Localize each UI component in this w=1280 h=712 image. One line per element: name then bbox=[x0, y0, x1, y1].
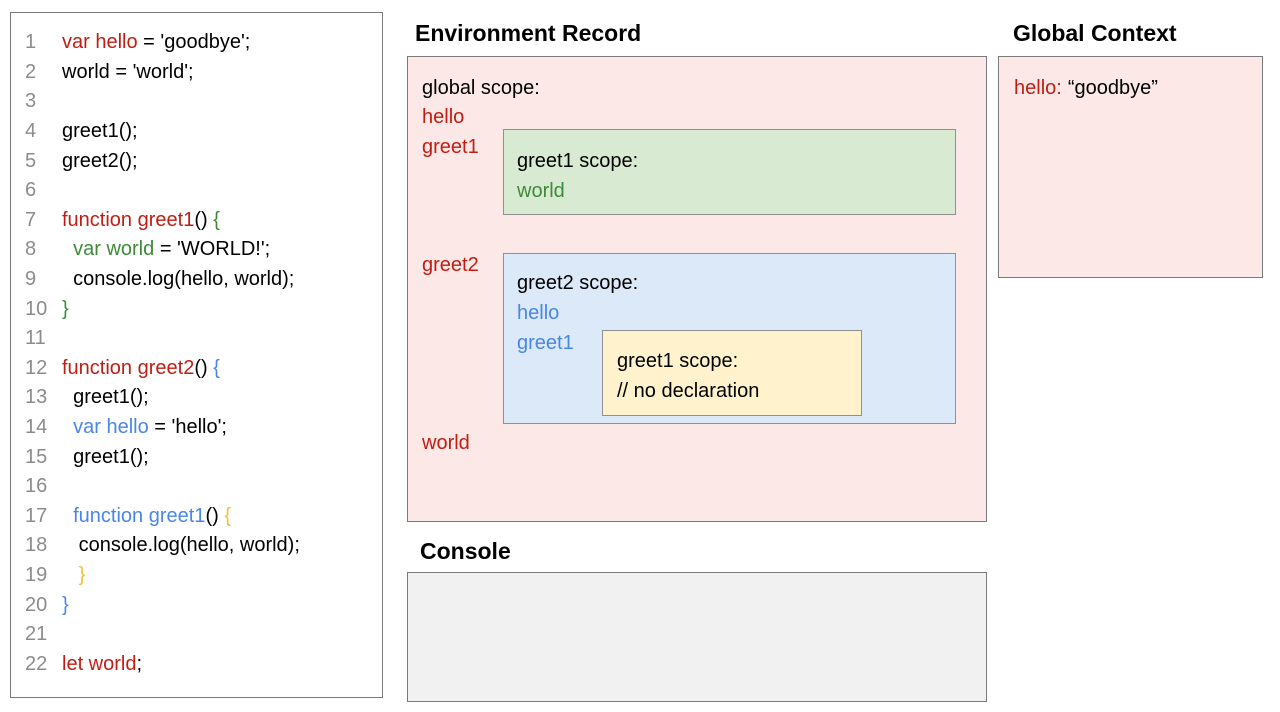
greet2-scope-var-hello: hello bbox=[517, 302, 560, 324]
code-line-1: 1 var hello = 'goodbye'; bbox=[25, 28, 382, 58]
greet2-scope-var-greet1: greet1 bbox=[517, 332, 574, 354]
environment-record-heading: Environment Record bbox=[415, 20, 642, 46]
code-text: world = 'world'; bbox=[62, 60, 194, 83]
code-line-3: 3 bbox=[25, 87, 382, 117]
code-line-10: 10} bbox=[25, 294, 382, 324]
code-text: } bbox=[62, 297, 69, 320]
code-text: console.log(hello, world); bbox=[62, 268, 295, 291]
line-number: 8 bbox=[25, 238, 37, 261]
code-text: var hello = 'hello'; bbox=[62, 416, 227, 439]
code-text: var world = 'WORLD!'; bbox=[62, 238, 271, 261]
code-line-6: 6 bbox=[25, 176, 382, 206]
global-var-greet1: greet1 bbox=[422, 136, 479, 158]
line-number: 22 bbox=[25, 652, 48, 675]
line-number: 20 bbox=[25, 593, 48, 616]
code-text: greet2(); bbox=[62, 149, 138, 172]
line-number: 21 bbox=[25, 623, 48, 646]
line-number: 16 bbox=[25, 475, 48, 498]
line-number: 14 bbox=[25, 416, 48, 439]
code-text: } bbox=[62, 593, 69, 616]
code-text: } bbox=[62, 563, 86, 586]
line-number: 5 bbox=[25, 149, 37, 172]
line-number: 13 bbox=[25, 386, 48, 409]
code-line-18: 18 console.log(hello, world); bbox=[25, 531, 382, 561]
code-line-11: 11 bbox=[25, 324, 382, 354]
code-line-5: 5 greet2(); bbox=[25, 146, 382, 176]
code-text: greet1(); bbox=[62, 120, 138, 143]
greet2-scope-label: greet2 scope: bbox=[517, 272, 639, 294]
global-context-entry-value: “goodbye” bbox=[1067, 77, 1158, 99]
greet2-scope-box: greet2 scope: hello greet1 greet1 scope:… bbox=[503, 253, 956, 424]
code-text: function greet1() { bbox=[62, 504, 232, 527]
line-number: 7 bbox=[25, 208, 37, 231]
inner-greet1-scope-box: greet1 scope: // no declaration bbox=[602, 330, 862, 416]
code-line-15: 15 greet1(); bbox=[25, 442, 382, 472]
code-line-17: 17 function greet1() { bbox=[25, 502, 382, 532]
line-number: 6 bbox=[25, 179, 37, 202]
global-context-heading: Global Context bbox=[1013, 20, 1177, 46]
greet1-scope-var-world: world bbox=[517, 180, 565, 202]
code-text: function greet2() { bbox=[62, 356, 220, 379]
console-output-box bbox=[407, 572, 987, 702]
line-number: 2 bbox=[25, 60, 37, 83]
global-scope-box: global scope: hello greet1 greet1 scope:… bbox=[407, 56, 987, 522]
global-scope-label: global scope: bbox=[422, 77, 540, 99]
line-number: 19 bbox=[25, 563, 48, 586]
line-number: 4 bbox=[25, 120, 37, 143]
line-number: 3 bbox=[25, 90, 37, 113]
global-var-hello: hello bbox=[422, 106, 465, 128]
code-text: greet1(); bbox=[62, 445, 149, 468]
global-context-entry-key: hello: bbox=[1014, 77, 1062, 99]
code-line-22: 22 let world; bbox=[25, 649, 382, 679]
code-line-20: 20} bbox=[25, 590, 382, 620]
code-line-7: 7 function greet1() { bbox=[25, 206, 382, 236]
greet1-scope-label: greet1 scope: bbox=[517, 150, 639, 172]
line-number: 10 bbox=[25, 297, 48, 320]
global-context-box: hello:“goodbye” bbox=[998, 56, 1263, 278]
code-line-21: 21 bbox=[25, 620, 382, 650]
code-text: let world; bbox=[62, 652, 143, 675]
global-context-entry: hello:“goodbye” bbox=[1014, 73, 1158, 103]
console-heading: Console bbox=[420, 538, 511, 564]
code-line-8: 8 var world = 'WORLD!'; bbox=[25, 235, 382, 265]
global-var-world: world bbox=[422, 432, 470, 454]
code-text: greet1(); bbox=[62, 386, 149, 409]
line-number: 9 bbox=[25, 268, 37, 291]
code-line-9: 9 console.log(hello, world); bbox=[25, 265, 382, 295]
code-line-13: 13 greet1(); bbox=[25, 383, 382, 413]
line-number: 17 bbox=[25, 504, 48, 527]
code-line-2: 2 world = 'world'; bbox=[25, 58, 382, 88]
code-text: function greet1() { bbox=[62, 208, 220, 231]
code-line-16: 16 bbox=[25, 472, 382, 502]
code-line-4: 4 greet1(); bbox=[25, 117, 382, 147]
code-text: console.log(hello, world); bbox=[62, 534, 300, 557]
line-number: 12 bbox=[25, 356, 48, 379]
inner-greet1-scope-comment: // no declaration bbox=[617, 380, 760, 402]
code-editor-panel: 1 var hello = 'goodbye'; 2 world = 'world';… bbox=[10, 12, 383, 698]
code-lines: 1 var hello = 'goodbye'; 2 world = 'world';… bbox=[25, 28, 382, 679]
code-line-12: 12 function greet2() { bbox=[25, 354, 382, 384]
line-number: 15 bbox=[25, 445, 48, 468]
line-number: 18 bbox=[25, 534, 48, 557]
code-line-19: 19 } bbox=[25, 561, 382, 591]
greet1-scope-box: greet1 scope: world bbox=[503, 129, 956, 215]
code-text: var hello = 'goodbye'; bbox=[62, 31, 251, 54]
line-number: 11 bbox=[25, 327, 46, 350]
code-line-14: 14 var hello = 'hello'; bbox=[25, 413, 382, 443]
inner-greet1-scope-label: greet1 scope: bbox=[617, 350, 739, 372]
line-number: 1 bbox=[25, 31, 37, 54]
global-var-greet2: greet2 bbox=[422, 254, 479, 276]
